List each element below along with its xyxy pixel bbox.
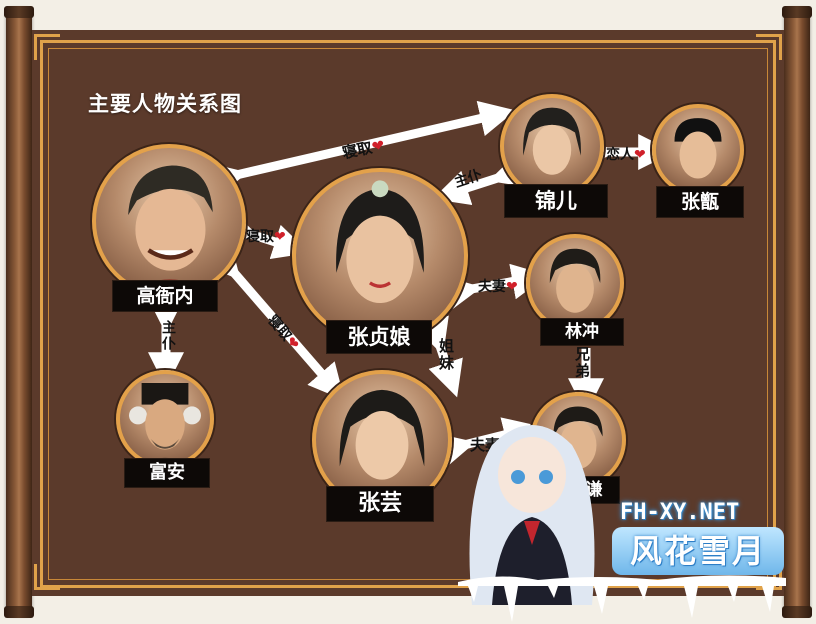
portrait-fuan xyxy=(116,370,214,468)
watermark-brand: 风花雪月 xyxy=(612,527,784,575)
arrow-jin-zhen xyxy=(432,152,529,206)
portrait-zhen xyxy=(292,168,468,344)
name-label-lin: 林冲 xyxy=(540,318,624,346)
name-label-zhangsan: 张甑 xyxy=(656,186,744,218)
watermark-snow-decoration xyxy=(458,575,786,622)
relation-jin-zhangsan: 恋人❤ xyxy=(606,147,646,163)
portrait-lin xyxy=(526,234,624,332)
scroll-rod-right xyxy=(782,6,812,618)
relation-zhen-yun: 姐妹 xyxy=(437,338,455,372)
board-frame xyxy=(40,40,776,588)
relation-lin-qian: 兄弟 xyxy=(573,346,591,380)
relation-zhen-lin: 夫妻❤ xyxy=(478,279,518,295)
arrow-zhen-lin xyxy=(443,263,548,312)
frame-corner-bl xyxy=(34,564,60,590)
arrow-gao-yun xyxy=(203,241,345,401)
portrait-gao xyxy=(92,144,246,298)
relation-gao-fuan: 主仆 xyxy=(160,320,176,352)
name-label-jin: 锦儿 xyxy=(504,184,608,218)
scroll-rod-left xyxy=(4,6,34,618)
relation-gao-zhen: 寝取❤ xyxy=(246,229,286,245)
name-label-fuan: 富安 xyxy=(124,458,210,488)
frame-corner-tr xyxy=(756,34,782,60)
arrow-zhen-yun xyxy=(414,315,463,398)
board-frame-inner xyxy=(48,48,768,580)
arrow-gao-jin xyxy=(208,100,516,198)
portrait-jin xyxy=(500,94,604,198)
name-label-gao: 高衙内 xyxy=(112,280,218,312)
name-label-zhen: 张贞娘 xyxy=(326,320,432,354)
watermark-url: FH-XY.NET xyxy=(620,500,740,525)
frame-corner-tl xyxy=(34,34,60,60)
portrait-zhangsan xyxy=(652,104,744,196)
name-label-yun: 张芸 xyxy=(326,486,434,522)
